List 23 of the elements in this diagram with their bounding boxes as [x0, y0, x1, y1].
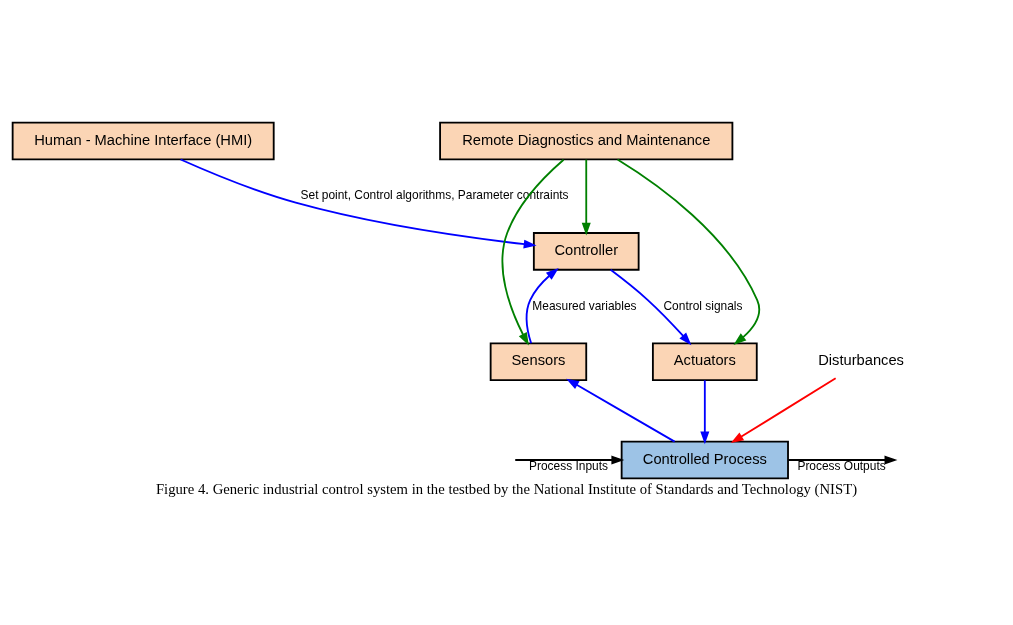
node-text: Disturbances — [818, 352, 904, 369]
arrow — [525, 268, 559, 345]
edge-label: Measured variables — [532, 298, 637, 313]
arrow — [787, 455, 898, 465]
arrow — [514, 455, 625, 465]
node-box: Remote Diagnostics and Maintenance — [439, 121, 734, 161]
caption: Figure 4. Generic industrial control system in the testbed by the National Institute of Standards and Technology (NIST) — [155, 480, 858, 497]
arrow — [700, 379, 710, 445]
arrow — [581, 158, 591, 236]
arrow — [179, 158, 537, 249]
node-box: Controller — [532, 232, 640, 271]
arrow — [566, 378, 676, 443]
node-box: Sensors — [489, 342, 588, 381]
node-box: Human - Machine Interface (HMI) — [11, 121, 275, 161]
arrow — [501, 158, 565, 346]
edge-label: Control signals — [663, 298, 743, 313]
node-box: Controlled Process — [620, 440, 789, 480]
arrow — [730, 377, 837, 444]
edge-label: Process Outputs — [797, 458, 886, 473]
arrow — [616, 158, 761, 345]
edge-label: Process Inputs — [529, 458, 608, 473]
node-box: Actuators — [651, 342, 758, 381]
arrow — [609, 268, 692, 346]
